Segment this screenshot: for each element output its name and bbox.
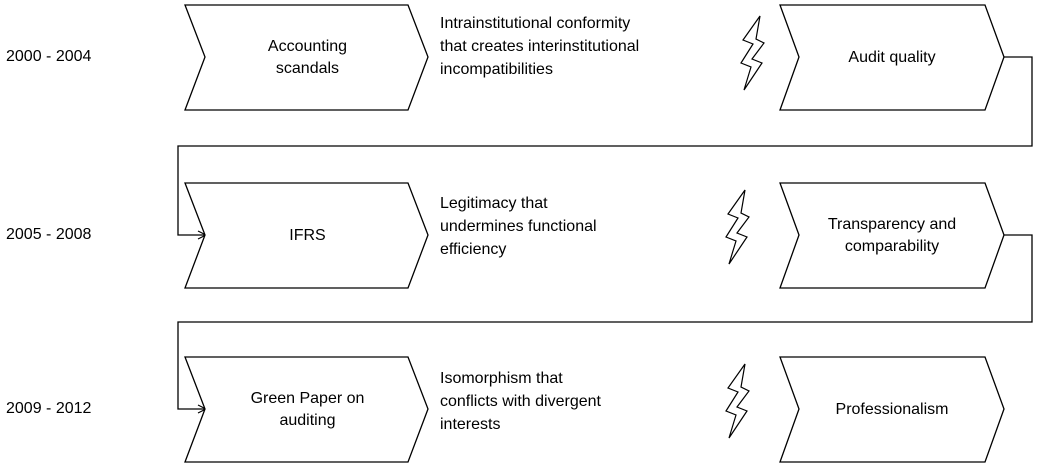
outcome-chevron-1 bbox=[779, 4, 1005, 111]
outcome-text: Audit quality bbox=[848, 48, 936, 66]
outcome-chevron-2 bbox=[779, 182, 1005, 289]
cause-label: Accounting scandals bbox=[210, 5, 405, 110]
connector-arrow-1 bbox=[177, 56, 1033, 235]
tension-description: Legitimacy that undermines functional ef… bbox=[440, 195, 597, 258]
tension-description: Isomorphism that conflicts with divergen… bbox=[440, 370, 601, 433]
outcome-text: Professionalism bbox=[835, 400, 949, 418]
cause-text: IFRS bbox=[289, 226, 326, 244]
period-label: 2000 - 2004 bbox=[6, 48, 92, 65]
connector-arrow-2 bbox=[177, 234, 1033, 409]
period-label: 2005 - 2008 bbox=[6, 226, 92, 243]
outcome-label: Professionalism bbox=[802, 357, 982, 462]
outcome-text: Transparency and comparability bbox=[827, 215, 957, 255]
cause-chevron-2 bbox=[184, 182, 429, 289]
lightning-bolt-icon bbox=[725, 189, 750, 265]
cause-text: Green Paper on auditing bbox=[250, 389, 365, 429]
outcome-label: Transparency and comparability bbox=[802, 183, 982, 288]
cause-label: Green Paper on auditing bbox=[210, 357, 405, 462]
lightning-bolt-icon bbox=[725, 363, 750, 439]
cause-text: Accounting scandals bbox=[267, 37, 348, 77]
outcome-chevron-3 bbox=[779, 356, 1005, 463]
period-label: 2009 - 2012 bbox=[6, 400, 92, 417]
lightning-bolt-icon bbox=[740, 15, 765, 91]
cause-label: IFRS bbox=[210, 183, 405, 288]
cause-chevron-1 bbox=[184, 4, 429, 111]
cause-chevron-3 bbox=[184, 356, 429, 463]
tension-description: Intrainstitutional conformity that creat… bbox=[440, 15, 640, 78]
outcome-label: Audit quality bbox=[802, 5, 982, 110]
